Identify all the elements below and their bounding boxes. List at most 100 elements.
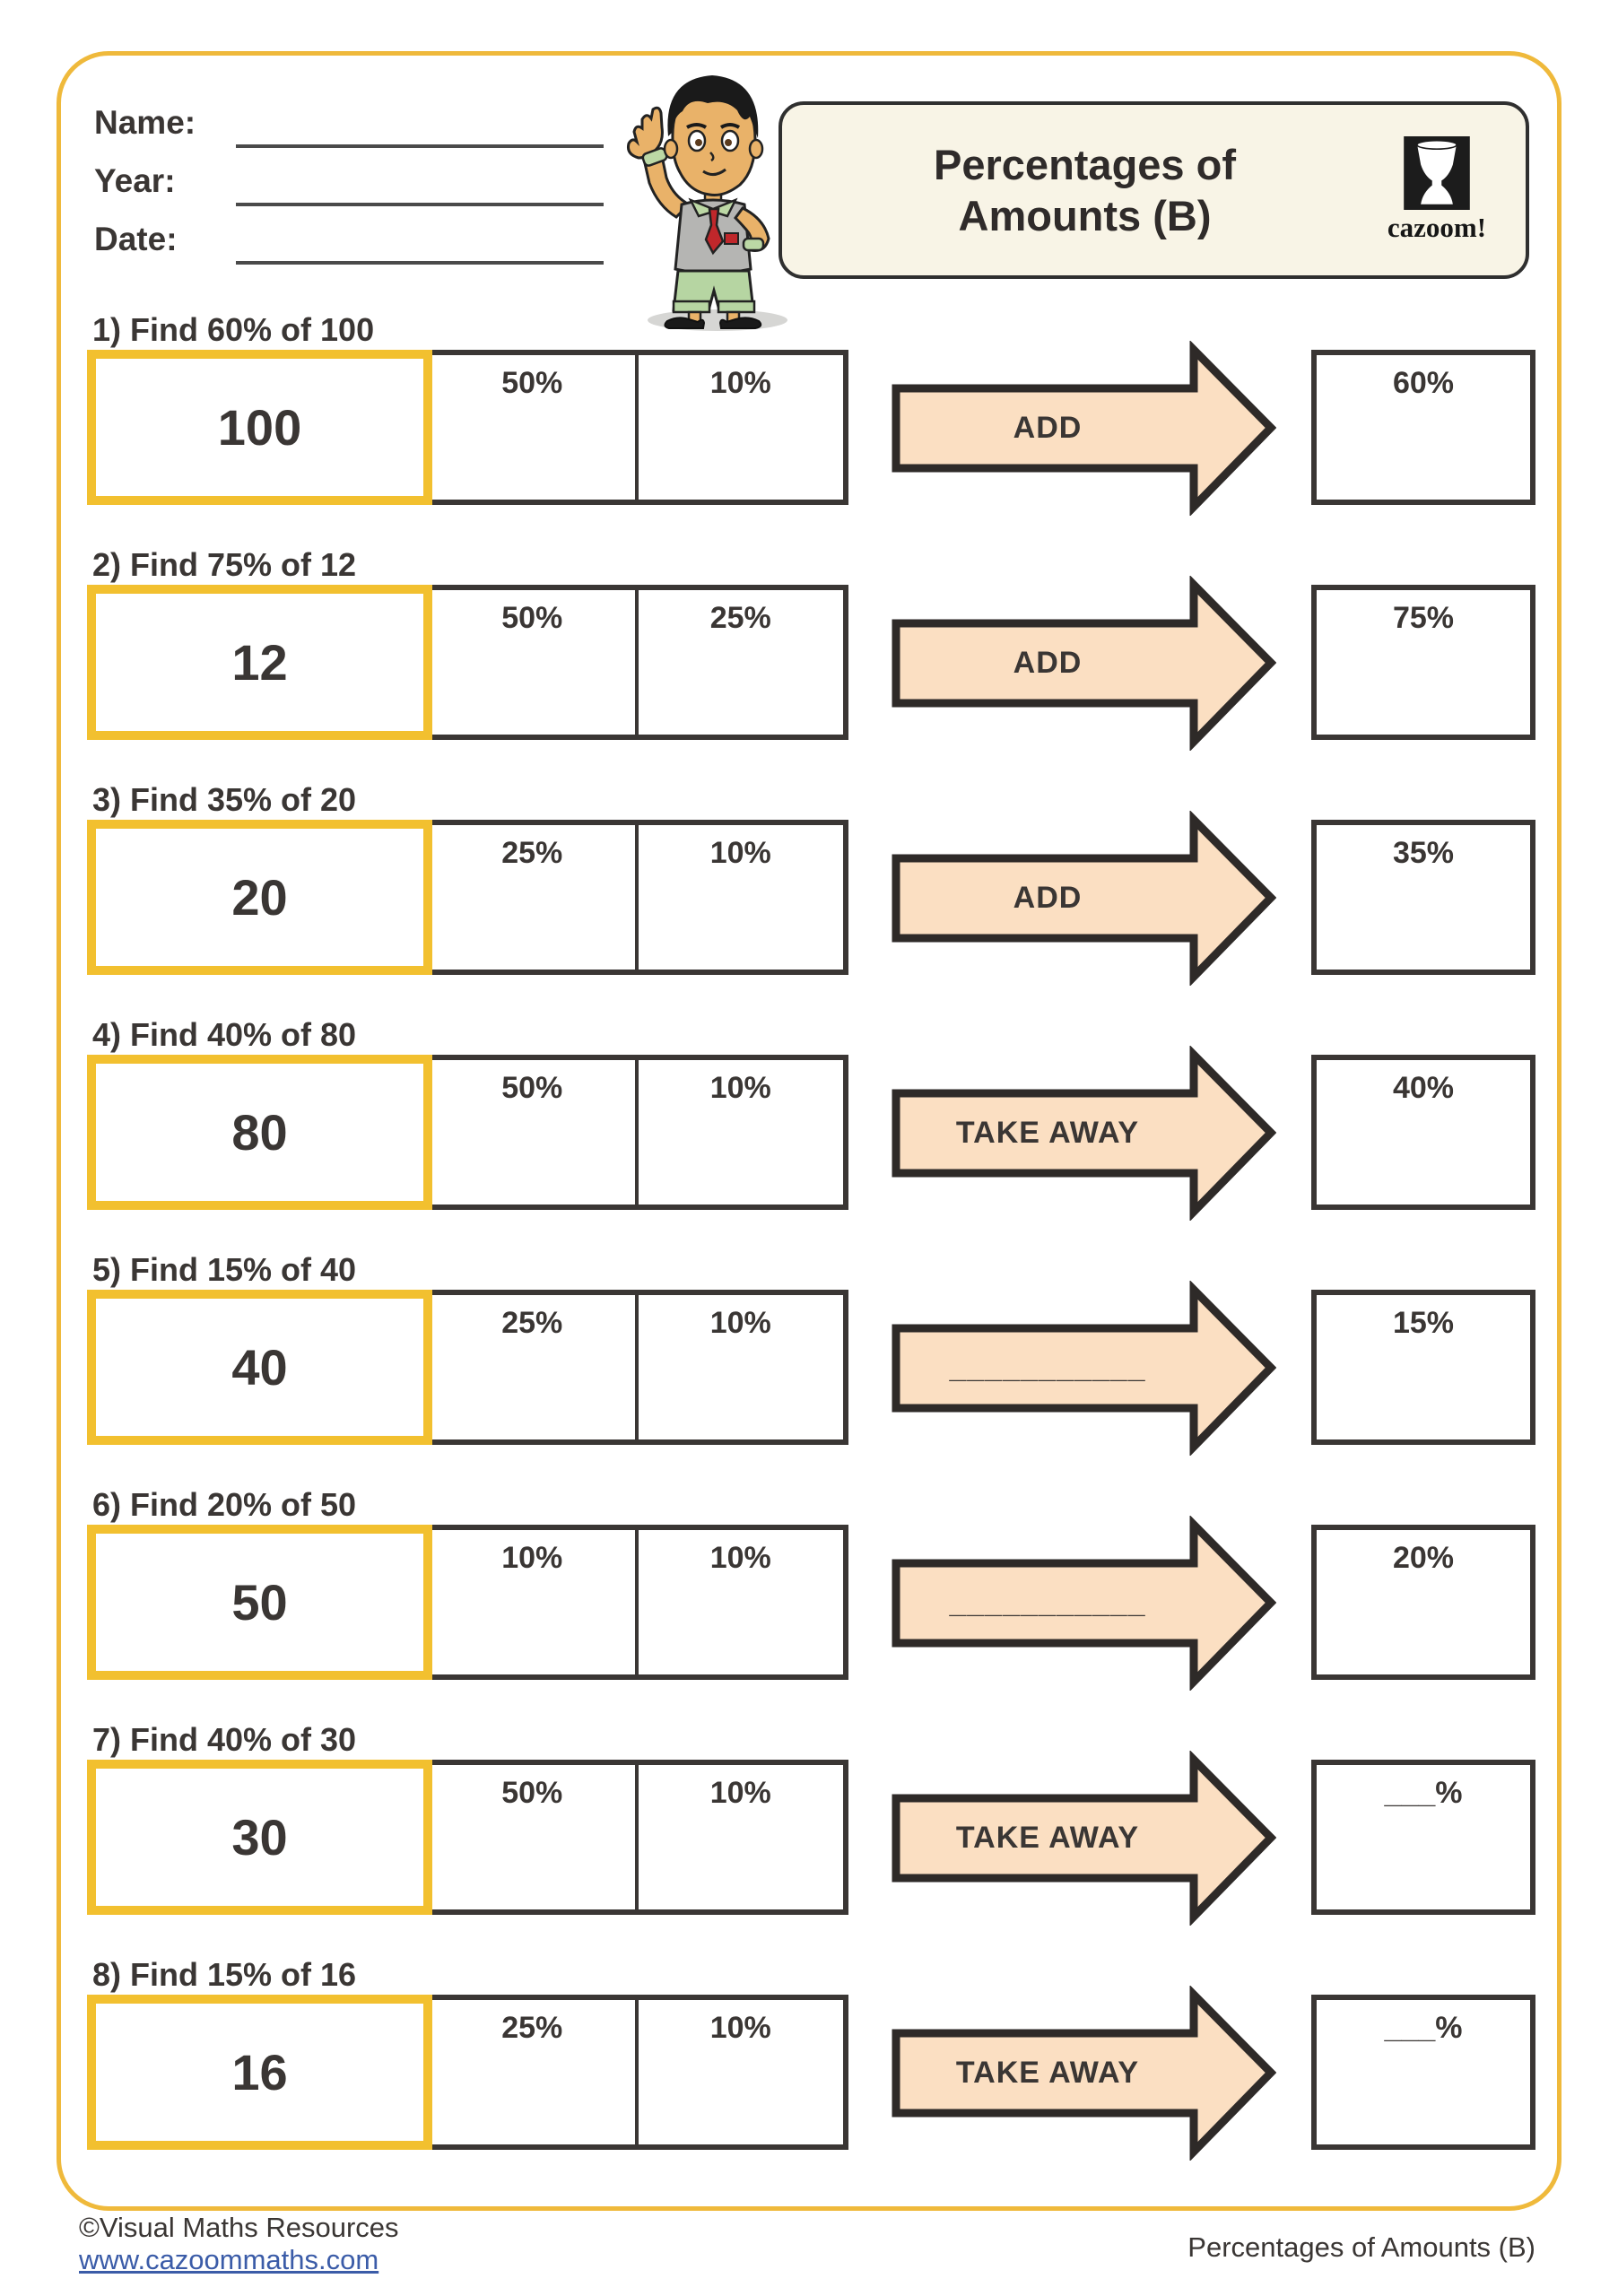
percent-cell-1-label: 50% (501, 1776, 563, 1810)
answer-box[interactable]: 60% (1311, 350, 1535, 505)
percent-cell-1[interactable]: 50% (430, 590, 635, 735)
amount-value: 20 (231, 869, 288, 926)
operation-arrow: TAKE AWAY (891, 1046, 1276, 1221)
percent-cell-2[interactable]: 10% (634, 1530, 844, 1674)
arrow-shape (892, 811, 1276, 986)
operation-arrow: ADD (891, 341, 1276, 516)
arrow-shape (892, 1751, 1276, 1926)
percent-cells: 50% 10% (430, 1760, 848, 1915)
worksheet-title-line1: Percentages of (934, 140, 1236, 188)
percent-cell-2-label: 10% (709, 1071, 771, 1105)
answer-target-label: 75% (1392, 601, 1455, 635)
operation-label: TAKE AWAY (955, 1116, 1140, 1150)
worksheet-title-line2: Amounts (B) (958, 192, 1212, 239)
amount-box: 100 (87, 350, 432, 505)
percent-cell-1-label: 50% (501, 366, 563, 400)
answer-target-label: 35% (1392, 836, 1455, 870)
year-input-line[interactable] (236, 203, 604, 206)
percent-cell-2-label: 10% (709, 2011, 771, 2045)
amount-box: 20 (87, 820, 432, 975)
answer-box[interactable]: 40% (1311, 1055, 1535, 1210)
answer-box[interactable]: ___% (1311, 1995, 1535, 2150)
operation-arrow[interactable]: ___________ (891, 1516, 1276, 1691)
operation-label: TAKE AWAY (955, 2056, 1140, 2090)
amount-box: 50 (87, 1525, 432, 1680)
question-label: 1) Find 60% of 100 (92, 311, 375, 348)
arrow-shape (892, 1046, 1276, 1221)
question-label: 2) Find 75% of 12 (92, 546, 357, 583)
amount-box: 12 (87, 585, 432, 740)
answer-box[interactable]: 15% (1311, 1290, 1535, 1445)
website-link[interactable]: www.cazoommaths.com (79, 2244, 379, 2275)
arrow-shape (892, 576, 1276, 751)
answer-box[interactable]: 20% (1311, 1525, 1535, 1680)
question-row-2: 2) Find 75% of 12 12 50% 25% ADD 75% (0, 546, 1618, 781)
percent-cell-1[interactable]: 50% (430, 355, 635, 500)
operation-arrow: ADD (891, 576, 1276, 751)
percent-cell-1-label: 50% (501, 1071, 563, 1105)
percent-cell-2[interactable]: 10% (634, 1295, 844, 1439)
percent-cell-1[interactable]: 50% (430, 1060, 635, 1205)
arrow-shape (892, 341, 1276, 516)
question-label: 5) Find 15% of 40 (92, 1251, 357, 1288)
percent-cells: 50% 25% (430, 585, 848, 740)
percent-cell-1[interactable]: 25% (430, 825, 635, 970)
answer-target-label: 20% (1392, 1541, 1455, 1575)
operation-arrow: TAKE AWAY (891, 1751, 1276, 1926)
year-label: Year: (94, 162, 176, 199)
cazoom-logo-text: cazoom! (1387, 212, 1487, 243)
waving-boy-cartoon (627, 75, 787, 331)
amount-value: 40 (231, 1339, 288, 1396)
percent-cell-1[interactable]: 25% (430, 1295, 635, 1439)
answer-target-label: ___% (1384, 1776, 1463, 1810)
operation-label: ADD (1013, 881, 1083, 915)
percent-cells: 25% 10% (430, 1995, 848, 2150)
amount-box: 16 (87, 1995, 432, 2150)
percent-cell-2-label: 10% (709, 1541, 771, 1575)
arrow-shape (892, 1281, 1276, 1456)
percent-cell-2-label: 10% (709, 1776, 771, 1810)
amount-box: 30 (87, 1760, 432, 1915)
amount-value: 30 (231, 1809, 288, 1866)
percent-cell-1-label: 25% (501, 2011, 563, 2045)
percent-cell-2[interactable]: 10% (634, 825, 844, 970)
operation-label: TAKE AWAY (955, 1821, 1140, 1855)
percent-cell-2[interactable]: 25% (634, 590, 844, 735)
date-label: Date: (94, 221, 178, 257)
page-border (57, 51, 1561, 2211)
answer-target-label: ___% (1384, 2011, 1463, 2045)
operation-blank-line[interactable]: ___________ (949, 1351, 1146, 1385)
operation-blank-line[interactable]: ___________ (949, 1586, 1146, 1620)
percent-cell-1[interactable]: 50% (430, 1765, 635, 1909)
operation-arrow: ADD (891, 811, 1276, 986)
percent-cell-1[interactable]: 25% (430, 2000, 635, 2144)
answer-box[interactable]: 35% (1311, 820, 1535, 975)
question-row-7: 7) Find 40% of 30 30 50% 10% TAKE AWAY _… (0, 1721, 1618, 1956)
percent-cell-1-label: 10% (501, 1541, 563, 1575)
operation-arrow[interactable]: ___________ (891, 1281, 1276, 1456)
footer-doc-title: Percentages of Amounts (B) (1187, 2231, 1535, 2263)
percent-cell-2-label: 25% (709, 601, 771, 635)
answer-box[interactable]: ___% (1311, 1760, 1535, 1915)
percent-cell-1[interactable]: 10% (430, 1530, 635, 1674)
question-label: 3) Find 35% of 20 (92, 781, 357, 818)
percent-cells: 25% 10% (430, 820, 848, 975)
name-label: Name: (94, 104, 196, 141)
question-label: 7) Find 40% of 30 (92, 1721, 357, 1758)
operation-label: ADD (1013, 646, 1083, 680)
percent-cell-1-label: 25% (501, 836, 563, 870)
percent-cell-2[interactable]: 10% (634, 2000, 844, 2144)
question-label: 6) Find 20% of 50 (92, 1486, 357, 1523)
answer-box[interactable]: 75% (1311, 585, 1535, 740)
question-row-8: 8) Find 15% of 16 16 25% 10% TAKE AWAY _… (0, 1956, 1618, 2191)
amount-value: 50 (231, 1574, 288, 1631)
amount-value: 80 (231, 1104, 288, 1161)
percent-cells: 50% 10% (430, 1055, 848, 1210)
percent-cell-2[interactable]: 10% (634, 1765, 844, 1909)
name-input-line[interactable] (236, 144, 604, 148)
percent-cell-2[interactable]: 10% (634, 355, 844, 500)
percent-cell-2[interactable]: 10% (634, 1060, 844, 1205)
title-box: Percentages of Amounts (B) cazoom! (779, 101, 1529, 279)
date-input-line[interactable] (236, 261, 604, 265)
